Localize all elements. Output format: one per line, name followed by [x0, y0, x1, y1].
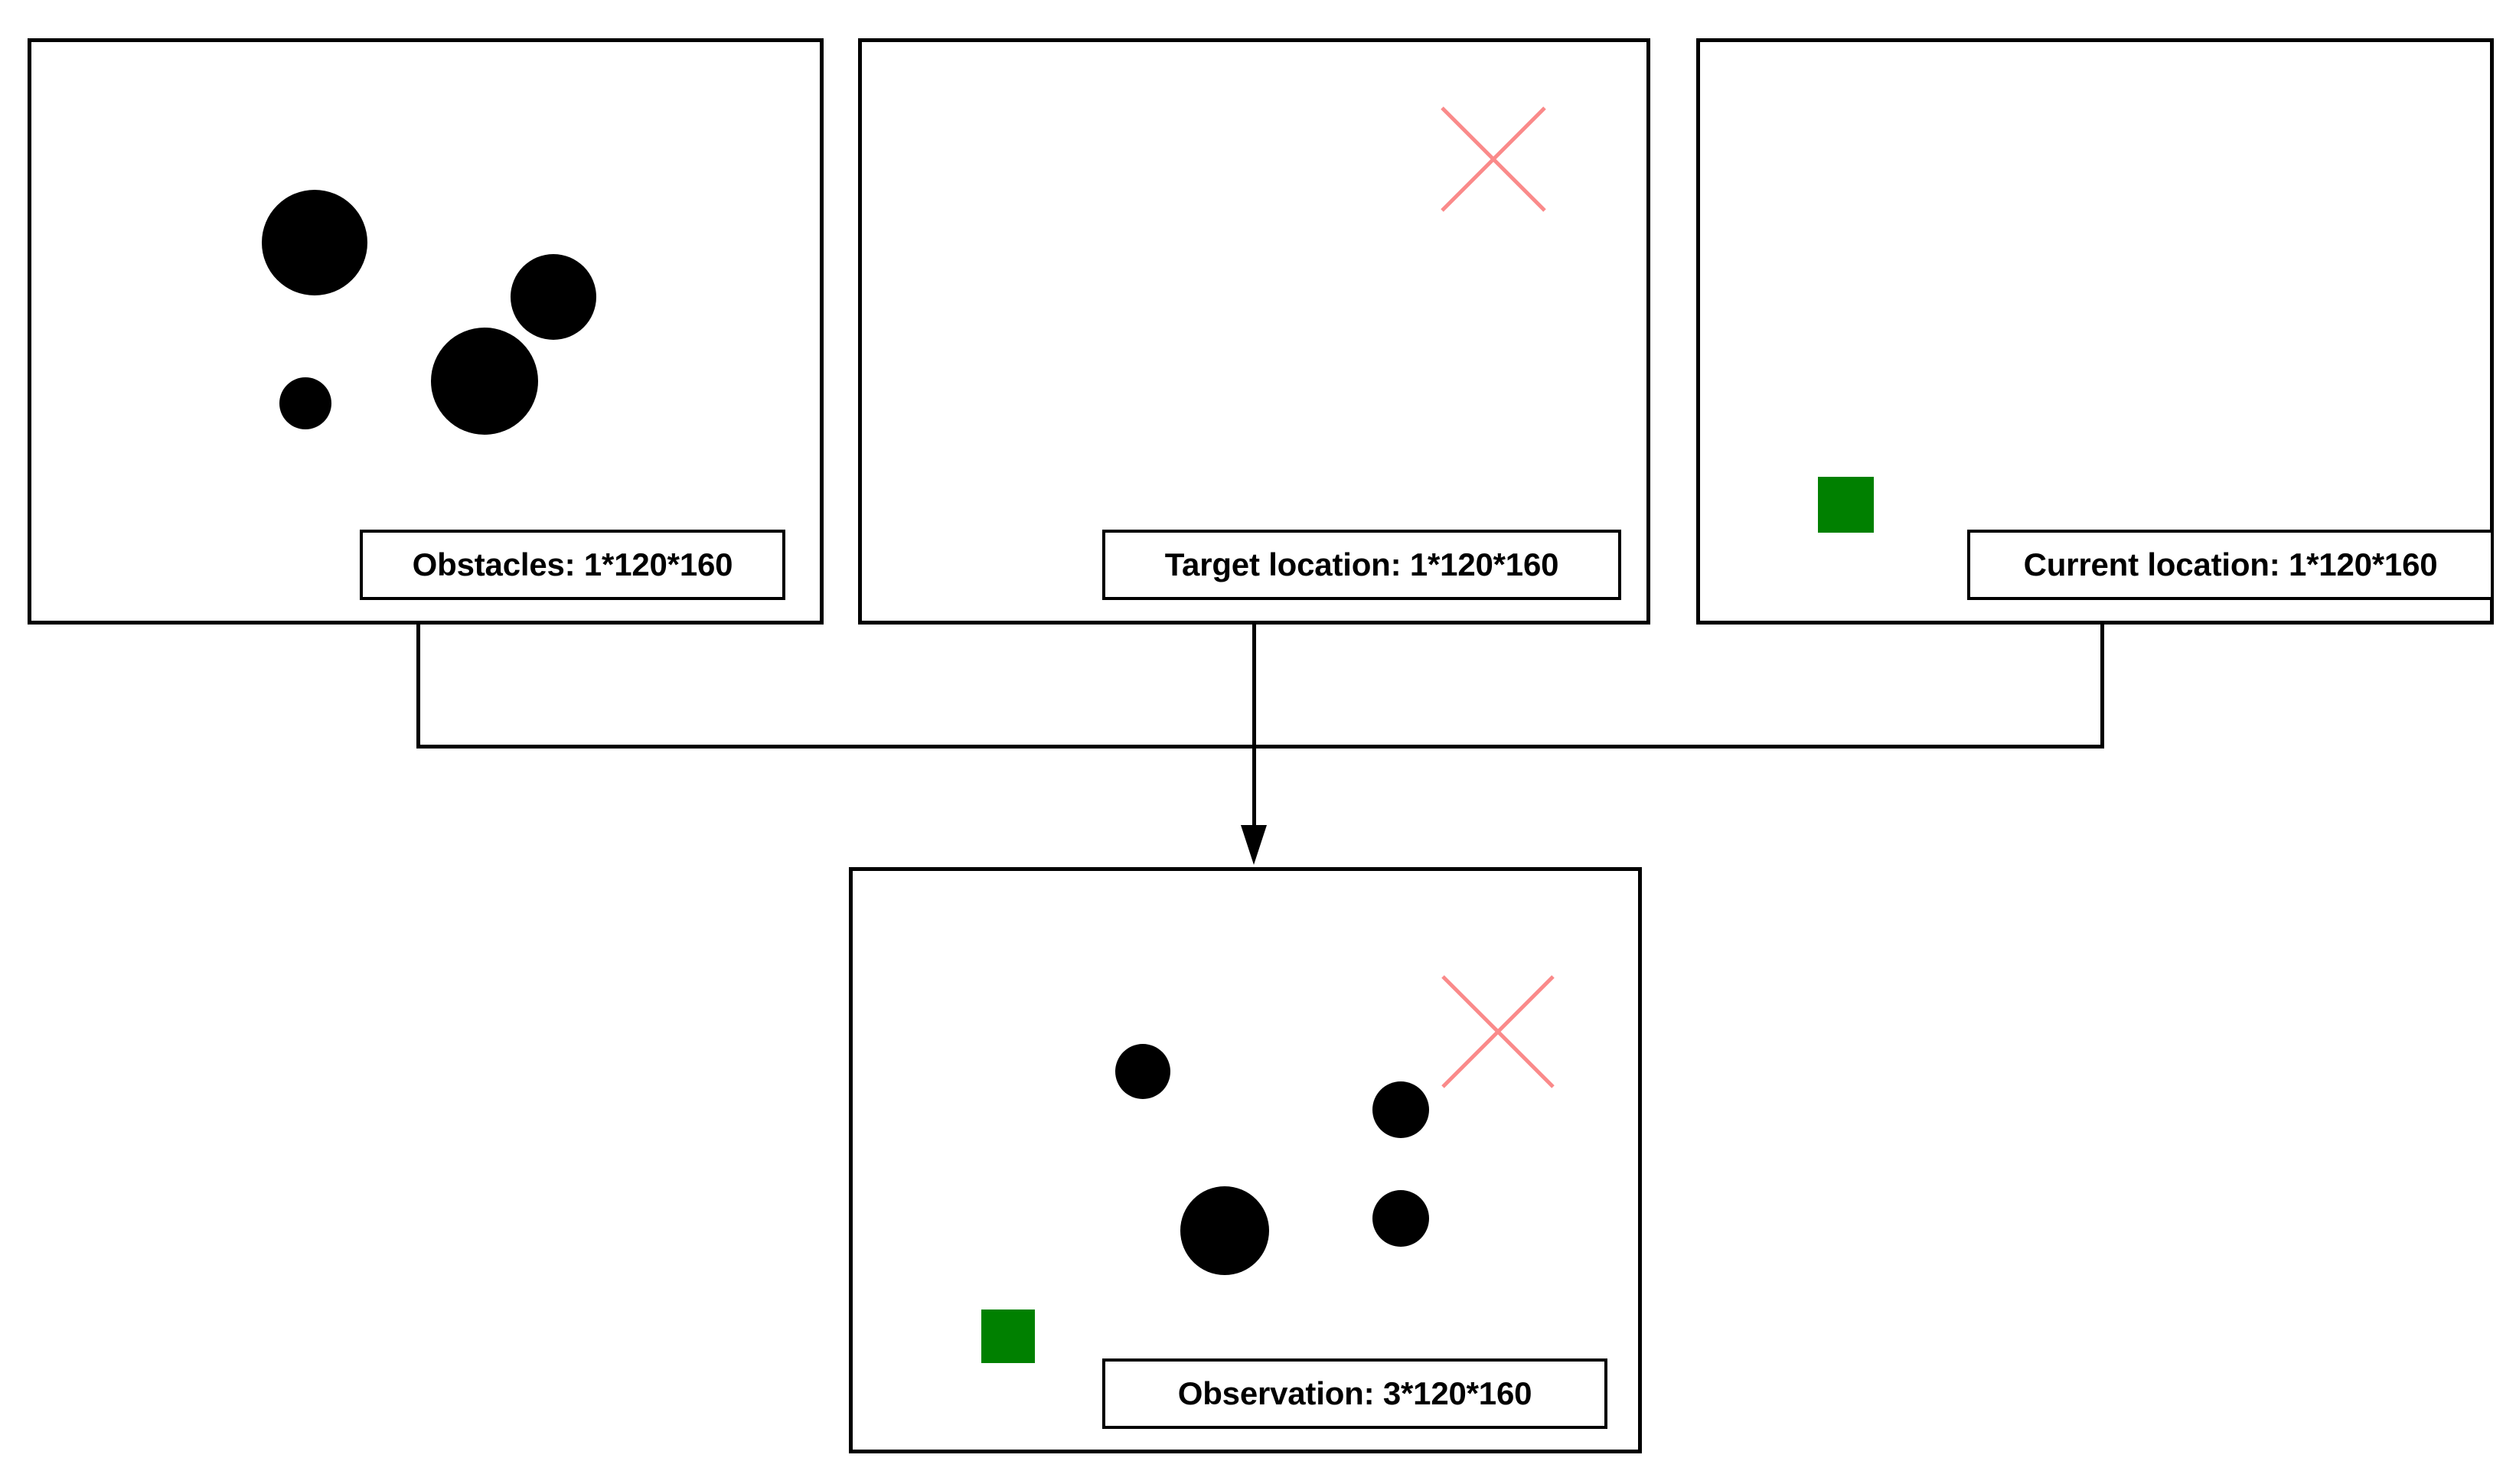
obstacle-circle [1372, 1081, 1429, 1138]
panel-current-location [1696, 38, 2494, 625]
obstacle-circle [1180, 1186, 1269, 1275]
connector-right-stub [2100, 625, 2104, 746]
connector-horizontal-bus [416, 745, 2104, 749]
obstacle-circle [262, 190, 367, 295]
observation-label: Observation: 3*120*160 [1102, 1358, 1607, 1429]
obstacle-circle [511, 254, 596, 340]
obstacles-canvas [31, 42, 820, 621]
observation-canvas [853, 871, 1638, 1450]
connector-center-stub [1252, 625, 1256, 746]
obstacle-circle [1115, 1044, 1170, 1099]
connector-arrow-shaft [1252, 746, 1256, 830]
target-location-canvas [862, 42, 1646, 621]
connector-left-stub [416, 625, 420, 746]
current-location-marker [981, 1310, 1035, 1363]
obstacle-circle [279, 377, 331, 429]
current-location-label: Current location: 1*120*160 [1967, 530, 2494, 600]
target-location-cross-icon [1441, 975, 1555, 1088]
current-location-canvas [1700, 42, 2490, 621]
panel-observation [849, 867, 1642, 1453]
target-location-label: Target location: 1*120*160 [1102, 530, 1621, 600]
obstacle-circle [431, 328, 538, 435]
panel-target-location [858, 38, 1650, 625]
panel-obstacles [28, 38, 824, 625]
current-location-marker [1818, 477, 1874, 533]
target-location-cross-icon [1441, 106, 1546, 212]
obstacle-circle [1372, 1190, 1429, 1247]
obstacles-label: Obstacles: 1*120*160 [360, 530, 785, 600]
